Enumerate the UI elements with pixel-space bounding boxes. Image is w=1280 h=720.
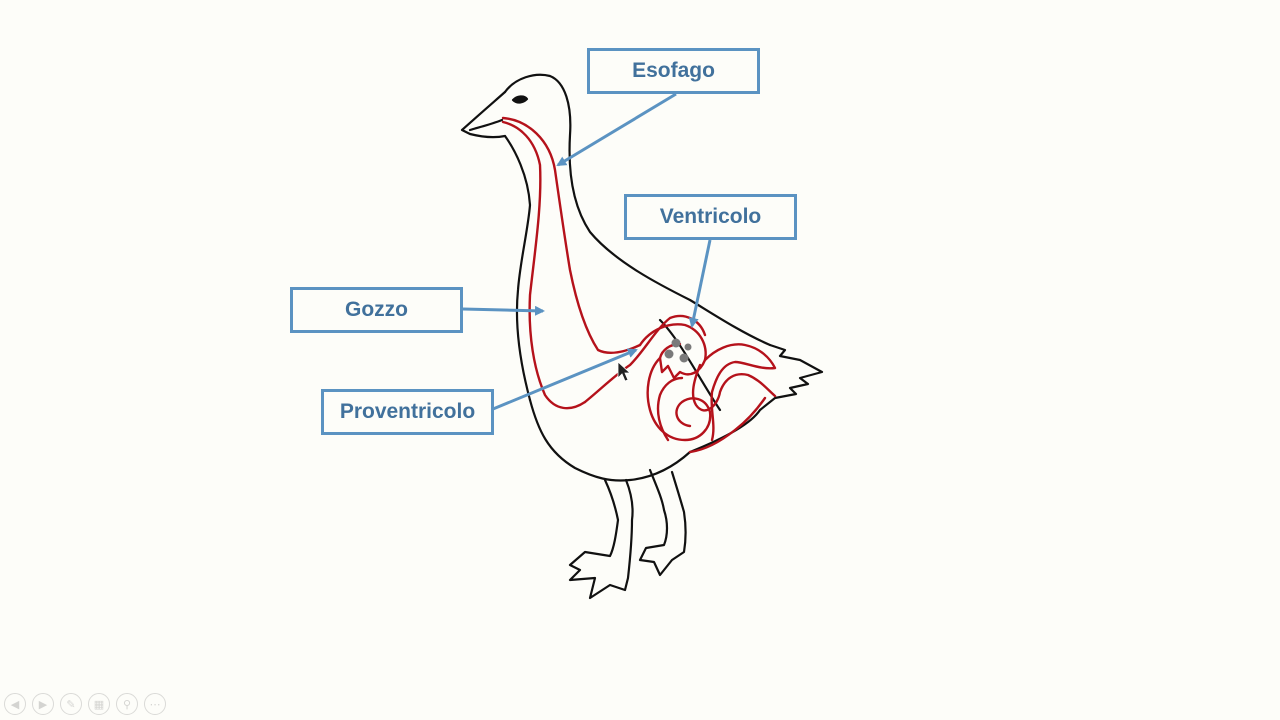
- arrow-gozzo: [462, 305, 545, 316]
- intestine-loop-2: [703, 343, 777, 442]
- label-esofago: Esofago: [587, 48, 760, 94]
- label-ventricolo-text: Ventricolo: [659, 205, 762, 228]
- label-arrows: [462, 92, 712, 411]
- mouse-cursor-icon: [617, 361, 632, 382]
- goose-leg-left: [568, 478, 634, 600]
- label-gozzo: Gozzo: [290, 287, 463, 333]
- label-proventricolo: Proventricolo: [321, 389, 494, 435]
- esophagus-left-wall: [501, 120, 587, 410]
- arrow-proventricolo: [492, 348, 638, 411]
- gizzard-stone: [664, 349, 674, 359]
- goose-beak: [460, 90, 507, 139]
- goose-eye: [511, 95, 529, 104]
- intestine-loop-1: [646, 356, 712, 442]
- previous-icon[interactable]: ◀: [4, 693, 26, 715]
- intestine-loop-4: [656, 376, 684, 442]
- slides-icon[interactable]: ▦: [88, 693, 110, 715]
- gizzard-stone: [684, 343, 692, 351]
- more-icon[interactable]: ⋯: [144, 693, 166, 715]
- intestine-loop-5: [688, 396, 767, 454]
- esophagus-right-wall: [501, 116, 642, 355]
- intestine-loop-3: [691, 363, 777, 412]
- label-proventricolo-text: Proventricolo: [339, 400, 476, 423]
- label-esofago-text: Esofago: [632, 59, 715, 82]
- gizzard-stones: [664, 338, 692, 363]
- goose-throat: [503, 134, 532, 402]
- goose-belly: [528, 398, 692, 482]
- arrow-ventricolo: [688, 239, 712, 328]
- zoom-icon[interactable]: ⚲: [116, 693, 138, 715]
- label-ventricolo: Ventricolo: [624, 194, 797, 240]
- goose-outline: [460, 73, 824, 600]
- next-icon[interactable]: ▶: [32, 693, 54, 715]
- goose-tail: [688, 343, 824, 454]
- gizzard-stone: [671, 338, 681, 348]
- gizzard-stone: [679, 353, 689, 363]
- label-gozzo-text: Gozzo: [345, 298, 408, 321]
- arrow-esofago: [556, 92, 677, 167]
- goose-leg-right: [638, 468, 687, 577]
- slideshow-controls: ◀ ▶ ✎ ▦ ⚲ ⋯: [4, 693, 166, 715]
- gizzard: [638, 323, 707, 380]
- goose-beak-line: [468, 118, 504, 132]
- pen-icon[interactable]: ✎: [60, 693, 82, 715]
- digestive-tract: [501, 116, 777, 454]
